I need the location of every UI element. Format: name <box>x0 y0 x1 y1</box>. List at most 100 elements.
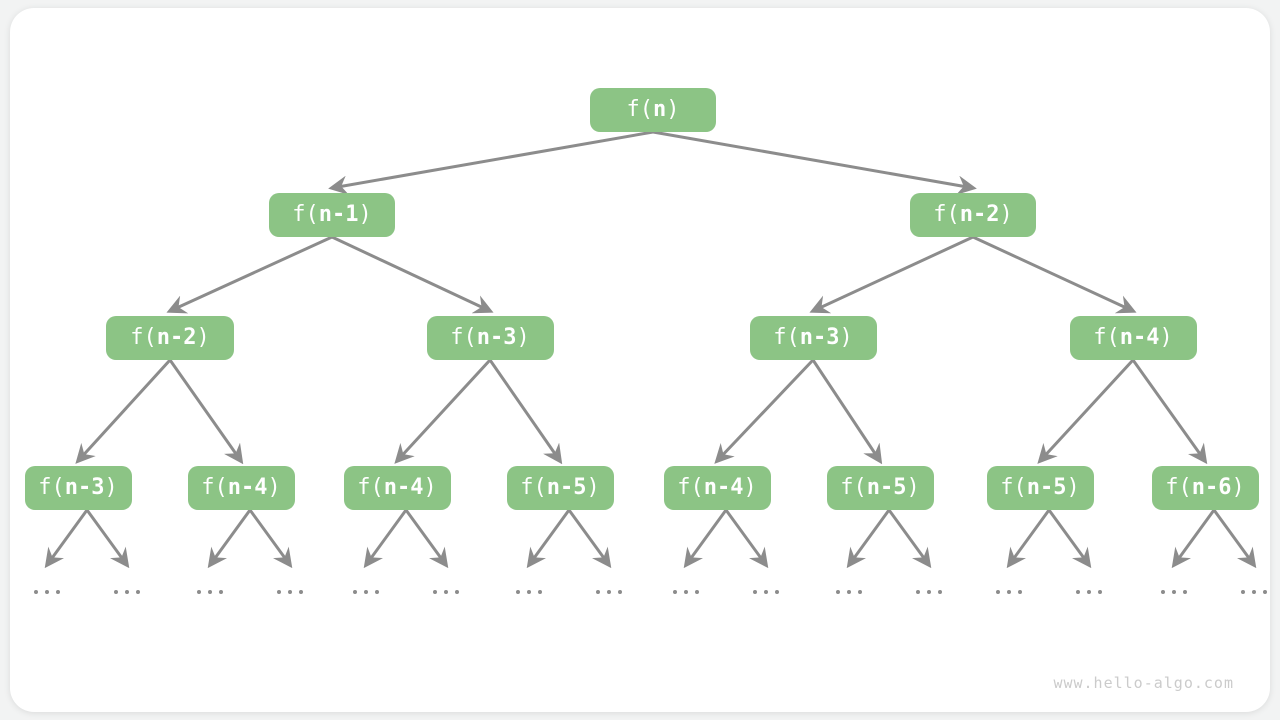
ellipsis-dot <box>353 590 357 594</box>
edge-arrow <box>75 358 172 464</box>
ellipsis-dot <box>197 590 201 594</box>
node-label-prefix: f( <box>130 325 157 350</box>
watermark: www.hello-algo.com <box>1053 674 1234 692</box>
node-label-inner: n-4 <box>703 475 744 500</box>
node-label-inner: n-5 <box>866 475 907 500</box>
ellipsis-dot <box>527 590 531 594</box>
node-label-inner: n-1 <box>318 202 359 227</box>
ellipsis-dot <box>753 590 757 594</box>
ellipsis-dot <box>455 590 459 594</box>
node-label-inner: n <box>653 97 667 122</box>
tree-node: f(n-5) <box>506 466 614 510</box>
edge-arrow <box>811 359 883 465</box>
node-label-prefix: f( <box>450 325 477 350</box>
edge-arrow <box>652 130 977 195</box>
tree-node: f(n-2) <box>106 316 234 360</box>
ellipsis-dot <box>516 590 520 594</box>
ellipsis-dot <box>775 590 779 594</box>
ellipsis <box>516 590 542 594</box>
tree-node: f(n-5) <box>826 466 934 510</box>
node-label-inner: n-4 <box>383 475 424 500</box>
edge-arrow <box>809 235 974 314</box>
edge-arrow <box>166 235 333 314</box>
node-label-prefix: f( <box>626 97 654 122</box>
ellipsis-dot <box>277 590 281 594</box>
edge-arrow <box>488 359 563 465</box>
tree-node: f(n-6) <box>1151 466 1259 510</box>
node-label-prefix: f( <box>520 475 547 500</box>
node-label-suffix: ) <box>906 475 920 500</box>
edge-arrow <box>1131 359 1208 465</box>
node-label-prefix: f( <box>38 475 65 500</box>
edge-arrow <box>248 509 293 569</box>
tree-node: f(n-4) <box>187 466 295 510</box>
node-label-prefix: f( <box>357 475 384 500</box>
edge-arrow <box>404 509 449 569</box>
edge-arrow <box>331 235 494 314</box>
node-label-prefix: f( <box>1093 325 1120 350</box>
ellipsis-dot <box>684 590 688 594</box>
node-label-prefix: f( <box>292 202 319 227</box>
ellipsis-dot <box>996 590 1000 594</box>
node-label-inner: n-3 <box>799 325 840 350</box>
tree-node: f(n-3) <box>426 316 554 360</box>
node-label-suffix: ) <box>358 202 372 227</box>
edge-arrow <box>1171 509 1216 569</box>
ellipsis-dot <box>45 590 49 594</box>
ellipsis-dot <box>1241 590 1245 594</box>
node-label-prefix: f( <box>840 475 867 500</box>
ellipsis <box>673 590 699 594</box>
ellipsis <box>753 590 779 594</box>
ellipsis-dot <box>34 590 38 594</box>
edge-arrow <box>724 509 769 569</box>
edge-arrow <box>328 130 654 195</box>
ellipsis-dot <box>764 590 768 594</box>
node-label-suffix: ) <box>196 325 210 350</box>
tree-node: f(n-5) <box>986 466 1094 510</box>
node-label-suffix: ) <box>1231 475 1245 500</box>
ellipsis-dot <box>364 590 368 594</box>
tree-node: f(n-4) <box>663 466 771 510</box>
node-label-inner: n-4 <box>227 475 268 500</box>
ellipsis-dot <box>1087 590 1091 594</box>
ellipsis-dot <box>219 590 223 594</box>
ellipsis <box>34 590 60 594</box>
node-label-prefix: f( <box>1165 475 1192 500</box>
edge-arrow <box>526 509 571 569</box>
node-label-suffix: ) <box>586 475 600 500</box>
edge-arrow <box>85 509 130 569</box>
edge-arrow <box>714 358 815 464</box>
edge-arrow <box>887 509 932 569</box>
ellipsis-dot <box>1076 590 1080 594</box>
node-label-suffix: ) <box>516 325 530 350</box>
ellipsis-dot <box>56 590 60 594</box>
node-label-suffix: ) <box>104 475 118 500</box>
ellipsis-dot <box>607 590 611 594</box>
ellipsis-dot <box>1018 590 1022 594</box>
ellipsis <box>353 590 379 594</box>
node-label-suffix: ) <box>999 202 1013 227</box>
node-label-suffix: ) <box>1066 475 1080 500</box>
ellipsis <box>1241 590 1267 594</box>
ellipsis-dot <box>596 590 600 594</box>
node-label-inner: n-5 <box>546 475 587 500</box>
edge-arrow <box>207 509 252 569</box>
ellipsis-dot <box>847 590 851 594</box>
node-label-prefix: f( <box>1000 475 1027 500</box>
ellipsis-dot <box>288 590 292 594</box>
ellipsis <box>433 590 459 594</box>
edge-arrow <box>1212 509 1257 569</box>
node-label-suffix: ) <box>267 475 281 500</box>
node-label-inner: n-3 <box>476 325 517 350</box>
node-label-suffix: ) <box>743 475 757 500</box>
ellipsis-dot <box>1007 590 1011 594</box>
tree-node: f(n) <box>590 88 716 132</box>
edge-arrow <box>363 509 408 569</box>
node-label-prefix: f( <box>773 325 800 350</box>
node-label-prefix: f( <box>201 475 228 500</box>
edge-arrow <box>44 509 89 569</box>
ellipsis-dot <box>1161 590 1165 594</box>
tree-node: f(n-4) <box>343 466 451 510</box>
ellipsis-dot <box>618 590 622 594</box>
edge-arrow <box>683 509 728 569</box>
